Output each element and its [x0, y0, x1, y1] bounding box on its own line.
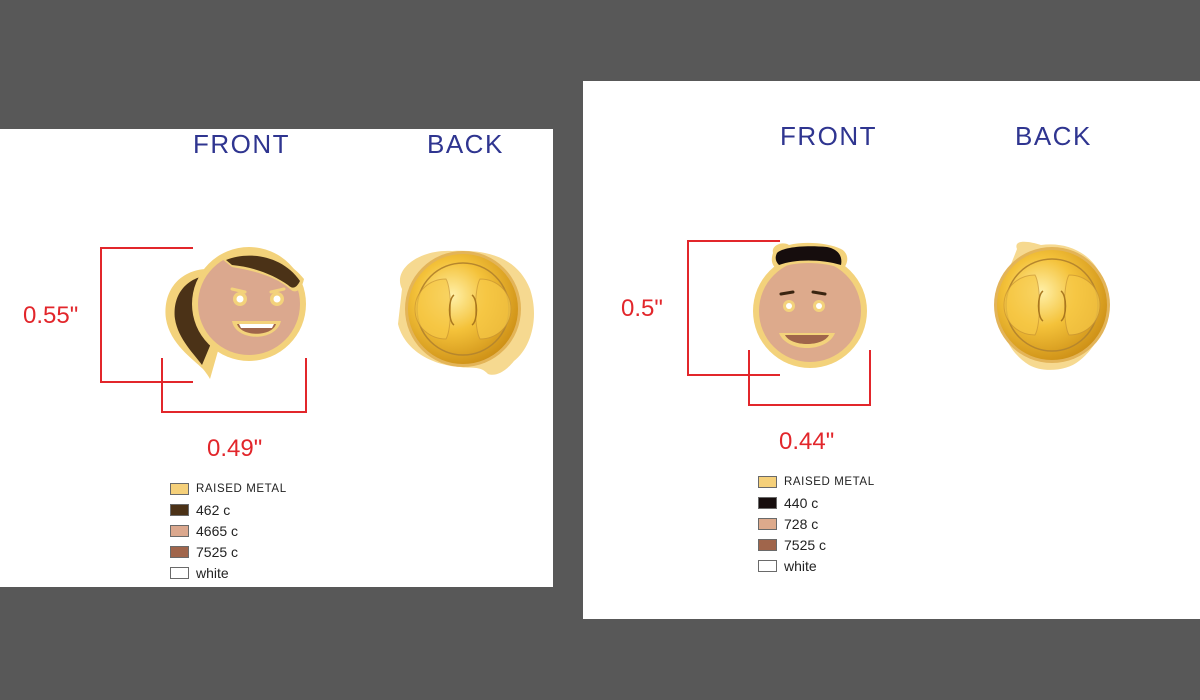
width-dimension-label: 0.49" — [207, 435, 263, 462]
height-dimension-line — [100, 247, 193, 383]
butterfly-clutch-back-icon — [398, 250, 535, 375]
legend-label: 462 c — [196, 501, 231, 518]
legend-swatch — [758, 538, 777, 551]
legend-swatch — [170, 503, 189, 516]
legend-label: white — [196, 564, 229, 581]
legend-item-440c: 440 c — [758, 492, 875, 513]
height-dimension-label: 0.55" — [23, 302, 79, 329]
legend-swatch — [170, 524, 189, 537]
height-dimension-line — [687, 240, 780, 376]
legend-swatch — [170, 482, 189, 495]
legend-swatch — [170, 545, 189, 558]
legend-item-4665c: 4665 c — [170, 520, 287, 541]
legend-item-7525c: 7525 c — [758, 534, 875, 555]
legend-item-7525c: 7525 c — [170, 541, 287, 562]
color-legend: RAISED METAL 440 c 728 c 7525 c white — [758, 471, 875, 576]
boy-face-icon — [753, 242, 867, 368]
legend-label: 7525 c — [196, 543, 239, 560]
girl-face-icon — [165, 247, 306, 379]
legend-swatch — [758, 559, 777, 572]
pin-artwork — [687, 240, 1110, 406]
legend-label: RAISED METAL — [784, 475, 875, 488]
legend-item-728c: 728 c — [758, 513, 875, 534]
width-dimension-line — [161, 358, 307, 413]
legend-item-raised-metal: RAISED METAL — [170, 478, 287, 499]
legend-label: 7525 c — [784, 536, 827, 553]
legend-label: RAISED METAL — [196, 482, 287, 495]
color-legend: RAISED METAL 462 c 4665 c 7525 c white — [170, 478, 287, 583]
legend-swatch — [758, 517, 777, 530]
legend-item-white: white — [758, 555, 875, 576]
pin-artwork — [100, 247, 535, 413]
legend-label: 440 c — [784, 494, 819, 511]
spec-sheet-boy: FRONT BACK — [583, 81, 1200, 619]
front-heading: FRONT — [193, 129, 291, 159]
legend-item-white: white — [170, 562, 287, 583]
butterfly-clutch-back-icon — [994, 241, 1110, 370]
back-heading: BACK — [1015, 121, 1092, 151]
legend-swatch — [170, 566, 189, 579]
legend-label: white — [784, 557, 817, 574]
height-dimension-label: 0.5" — [621, 295, 663, 322]
width-dimension-label: 0.44" — [779, 428, 835, 455]
legend-item-462c: 462 c — [170, 499, 287, 520]
legend-item-raised-metal: RAISED METAL — [758, 471, 875, 492]
legend-label: 728 c — [784, 515, 819, 532]
legend-label: 4665 c — [196, 522, 239, 539]
width-dimension-line — [748, 350, 871, 406]
legend-swatch — [758, 496, 777, 509]
legend-swatch — [758, 475, 777, 488]
back-heading: BACK — [427, 129, 504, 159]
front-heading: FRONT — [780, 121, 878, 151]
spec-sheet-girl: FRONT BACK — [0, 129, 553, 587]
